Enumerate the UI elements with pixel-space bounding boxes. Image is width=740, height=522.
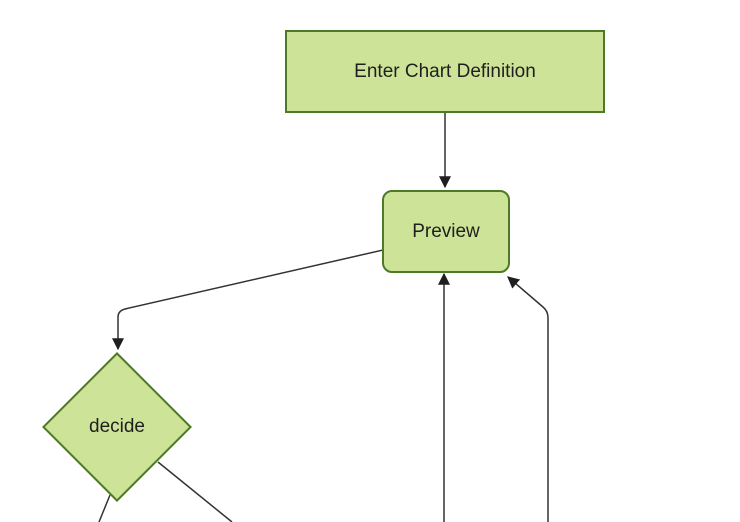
edge-decide-to-offscreen-bottom-left bbox=[98, 494, 111, 522]
node-decide-label: decide bbox=[89, 416, 145, 437]
node-decide: decide bbox=[42, 352, 192, 502]
node-enter-chart-definition: Enter Chart Definition bbox=[285, 30, 605, 113]
node-preview-label: Preview bbox=[412, 220, 480, 242]
edge-decide-to-offscreen-bottom-right bbox=[157, 461, 233, 522]
node-enter-chart-definition-label: Enter Chart Definition bbox=[354, 60, 536, 82]
edge-preview-to-decide bbox=[112, 249, 384, 351]
node-preview: Preview bbox=[382, 190, 510, 273]
edge-offscreen-bottom-right-to-preview bbox=[507, 276, 549, 522]
